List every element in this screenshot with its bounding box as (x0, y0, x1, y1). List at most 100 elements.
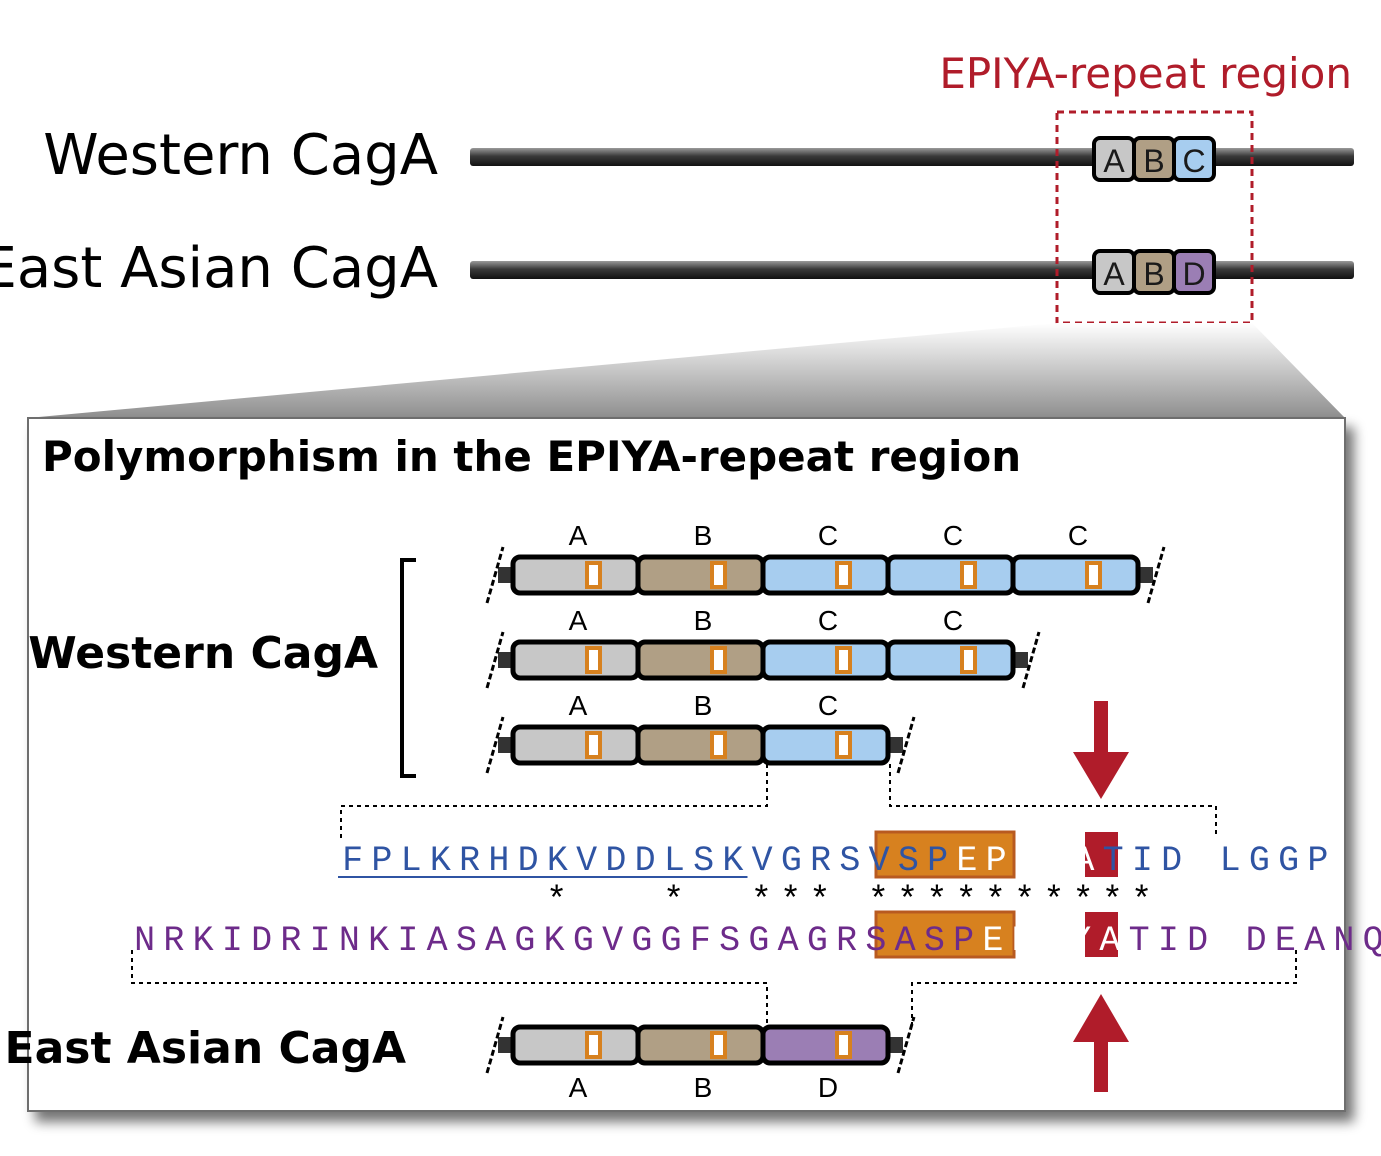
western-variant-2-break-right (1021, 631, 1041, 689)
western-sequence-char: D (1161, 841, 1182, 881)
east-asian-sequence-char: I (1041, 921, 1062, 961)
western-variant-1-segment-label-1: A (569, 520, 588, 551)
western-sequence-char: R (810, 841, 831, 881)
east-asian-variant-epiya-motif-1 (585, 1031, 602, 1059)
western-variant-2-segment-label-1: A (569, 605, 588, 636)
conservation-star-char: * (663, 881, 684, 921)
conservation-star-char: * (868, 881, 889, 921)
east-asian-sequence-char: N (339, 921, 360, 961)
region-highlight-box (1055, 110, 1254, 325)
east-asian-sequence-char: R (163, 921, 184, 961)
western-variant-3-epiya-motif-1 (585, 731, 602, 759)
east-asian-sequence-char: S (924, 921, 945, 961)
western-sequence-char: Y (1044, 841, 1065, 881)
conservation-star-char: * (751, 881, 772, 921)
western-sequence-char: S (898, 841, 919, 881)
western-variant-1-epiya-motif-5 (1085, 561, 1102, 589)
east-asian-variant-epiya-motif-3 (835, 1031, 852, 1059)
western-variant-3-segment-label-2: B (694, 690, 713, 721)
western-variant-2-segment-1 (510, 639, 641, 681)
western-sequence-char: S (693, 841, 714, 881)
western-sequence-char: F (342, 841, 363, 881)
east-asian-variant-break-left (485, 1016, 505, 1074)
western-sequence-char: V (869, 841, 890, 881)
east-asian-sequence-char: S (456, 921, 477, 961)
western-variant-2-epiya-motif-1 (585, 646, 602, 674)
east-asian-sequence-char: A (1304, 921, 1325, 961)
western-sequence-char: P (1307, 841, 1328, 881)
western-sequence-char: L (664, 841, 685, 881)
western-variant-1-segment-3 (760, 554, 891, 596)
east-asian-sequence-char: G (573, 921, 594, 961)
western-variant-3-epiya-motif-2 (710, 731, 727, 759)
western-variant-1-epiya-motif-2 (710, 561, 727, 589)
east-asian-sequence-char: A (895, 921, 916, 961)
east-asian-sequence-char: P (1012, 921, 1033, 961)
east-asian-sequence-char: K (368, 921, 389, 961)
conservation-star-char: * (1131, 881, 1152, 921)
western-sequence-char: E (956, 841, 977, 881)
western-sequence-char: D (1190, 841, 1211, 881)
western-sequence-char: D (605, 841, 626, 881)
western-sequence-char: G (781, 841, 802, 881)
east-asian-sequence-char: A (485, 921, 506, 961)
western-sequence-char: K (547, 841, 568, 881)
western-variant-bracket (400, 558, 416, 778)
east-asian-sequence-char: K (193, 921, 214, 961)
east-asian-arrow-up (1073, 994, 1129, 1092)
east-asian-epiya-highlight (874, 910, 1016, 959)
western-variant-3-epiya-motif-3 (835, 731, 852, 759)
western-sequence-char: P (986, 841, 1007, 881)
east-asian-sequence-char: R (280, 921, 301, 961)
east-asian-sequence-char: G (807, 921, 828, 961)
western-arrow-down (1073, 701, 1129, 799)
western-variant-3-break-left (485, 716, 505, 774)
western-variant-2-segment-label-4: C (943, 605, 963, 636)
east-asian-connector-right (911, 950, 1297, 1027)
western-sequence-char: P (927, 841, 948, 881)
east-asian-sequence-char: G (631, 921, 652, 961)
western-variant-1-segment-label-3: C (818, 520, 838, 551)
east-asian-sequence-char: A (778, 921, 799, 961)
east-asian-sequence-char: K (544, 921, 565, 961)
east-asian-sequence-char: S (719, 921, 740, 961)
region-label: EPIYA-repeat region (939, 49, 1352, 98)
east-asian-variant-segment-label-2: B (694, 1072, 713, 1103)
overview-east-asian-segment-d (1172, 249, 1216, 295)
panel-western-label: Western CagA (28, 628, 378, 679)
east-asian-sequence-char: G (514, 921, 535, 961)
overview-western-bar (470, 148, 1354, 166)
western-variant-2-break-left (485, 631, 505, 689)
overview-western-segments: A B C (1092, 136, 1216, 182)
conservation-star-char: * (809, 881, 830, 921)
conservation-star-char: * (1014, 881, 1035, 921)
conservation-star-char: * (1102, 881, 1123, 921)
western-sequence-char: T (1103, 841, 1124, 881)
east-asian-sequence-char: T (1129, 921, 1150, 961)
overview-east-asian-segment-b-label: B (1143, 256, 1164, 292)
east-asian-sequence-char: E (982, 921, 1003, 961)
western-variant-1-segment-4 (885, 554, 1016, 596)
east-asian-sequence-char: I (397, 921, 418, 961)
overview-east-asian-segments: A B D (1092, 249, 1216, 295)
western-sequence-char: H (488, 841, 509, 881)
western-sequence-char: G (1249, 841, 1270, 881)
western-sequence-char: K (722, 841, 743, 881)
western-variant-2-segment-4 (885, 639, 1016, 681)
western-sequence-char: D (635, 841, 656, 881)
east-asian-sequence-char: I (310, 921, 331, 961)
overview-east-asian-segment-d-label: D (1182, 256, 1205, 292)
western-variant-3-segment-3 (760, 724, 891, 766)
east-asian-sequence-char: Y (1070, 921, 1091, 961)
western-variant-2-epiya-motif-4 (960, 646, 977, 674)
western-variant-3-break-right (896, 716, 916, 774)
east-asian-sequence-char: P (953, 921, 974, 961)
western-epiya-highlight (874, 830, 1016, 879)
western-variant-1-break-right (1146, 546, 1166, 604)
western-sequence-char: L (401, 841, 422, 881)
